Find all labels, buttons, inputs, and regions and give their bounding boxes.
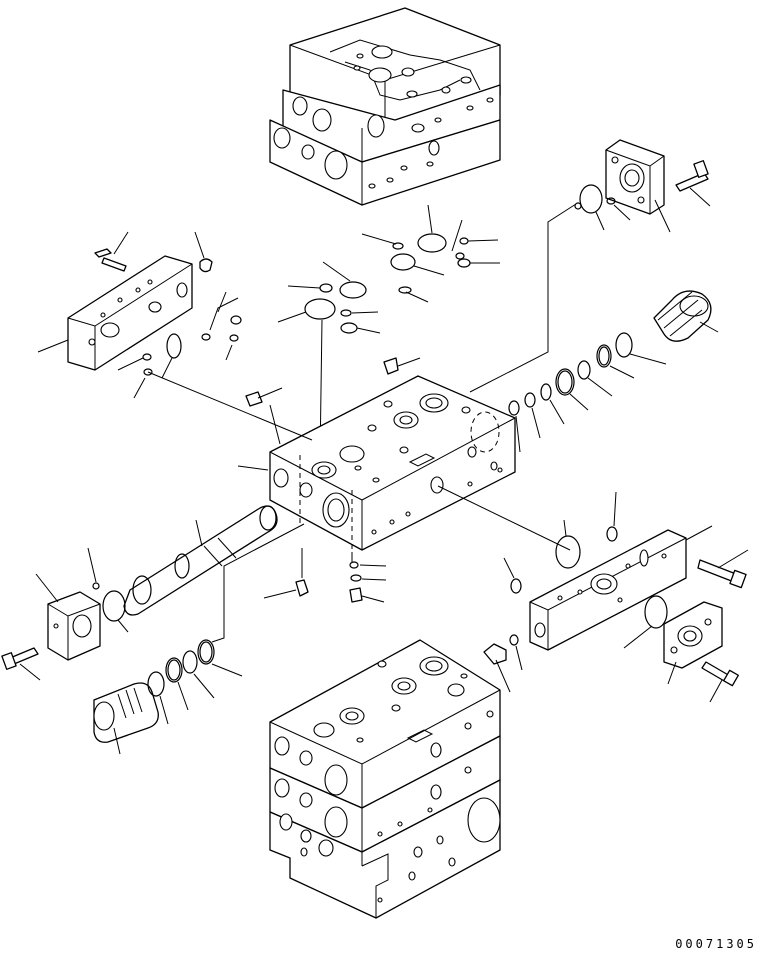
drawing-number: 00071305 [675,937,757,951]
central-valve-block [147,203,577,551]
lower-left-plug-group [93,523,387,755]
right-spool-stack [508,290,719,453]
upper-valve-assembly [269,7,501,206]
lower-valve-assembly [269,639,501,919]
left-cover-plate [37,231,242,399]
main-spool [1,505,278,681]
right-top-flange [574,139,711,233]
right-cover-plate [483,491,749,703]
